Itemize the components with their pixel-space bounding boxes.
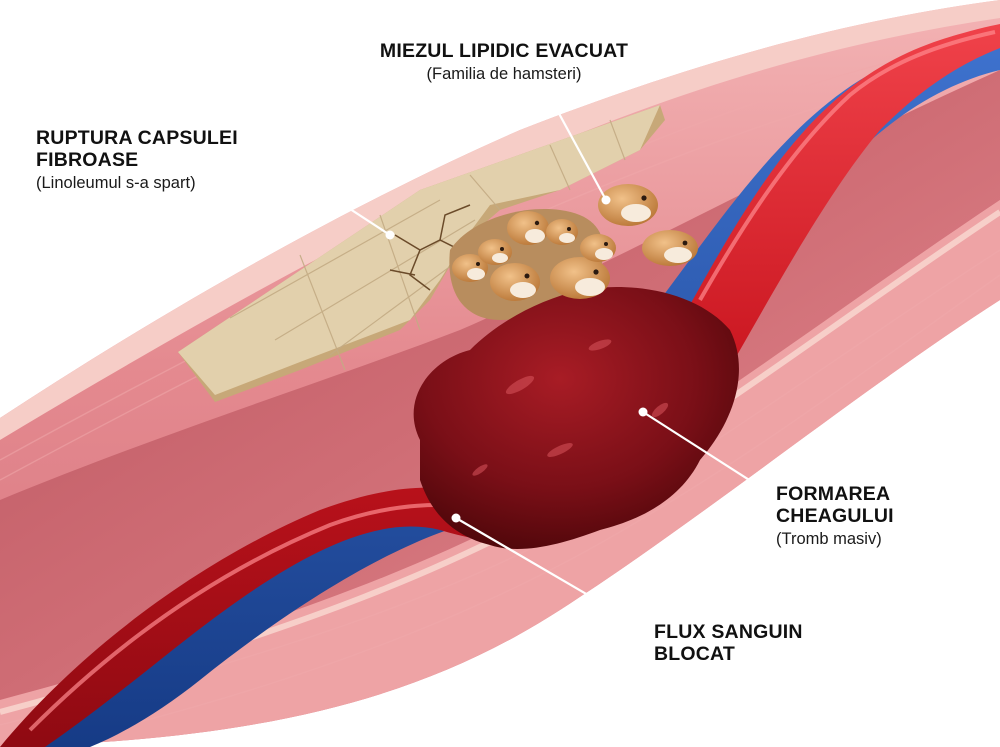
label-lipid-core: MIEZUL LIPIDIC EVACUAT (Familia de hamst…: [354, 40, 654, 83]
label-cap-rupture-subtitle: (Linoleumul s-a spart): [36, 173, 196, 192]
label-blocked-flow-title: FLUX SANGUIN BLOCAT: [654, 621, 803, 665]
blood-flow-red: [0, 24, 1000, 747]
leader-dots: [385, 195, 648, 523]
label-cap-rupture: RUPTURA CAPSULEI FIBROASE (Linoleumul s-…: [36, 127, 296, 192]
blood-flow-red-highlight-upper: [698, 30, 996, 301]
label-lipid-core-subtitle: (Familia de hamsteri): [426, 64, 582, 83]
label-clot-formation-subtitle: (Tromb masiv): [776, 529, 882, 548]
leader-line-formarea: [642, 411, 769, 493]
leader-dot-ruptura: [385, 230, 395, 240]
hamster-family: [452, 184, 698, 301]
thrombus-clot: [413, 286, 739, 550]
leader-dot-formarea: [638, 407, 648, 417]
label-blocked-flow: FLUX SANGUIN BLOCAT: [654, 621, 864, 666]
hamster-icon: [490, 263, 540, 301]
hamster-icon: [580, 234, 616, 262]
clot-highlights: [472, 339, 669, 476]
hamster-icon: [550, 257, 610, 299]
leader-dot-miezul: [601, 195, 611, 205]
leader-dot-flux: [451, 513, 461, 523]
label-lipid-core-title: MIEZUL LIPIDIC EVACUAT: [379, 40, 629, 62]
hamster-icon: [478, 239, 512, 265]
hamster-icon: [642, 230, 698, 266]
label-cap-rupture-title: RUPTURA CAPSULEI FIBROASE: [36, 127, 238, 171]
leader-line-miezul: [555, 107, 607, 201]
hamster-icon: [452, 254, 488, 282]
hamster-icon: [507, 211, 549, 245]
leader-lines: [277, 107, 769, 631]
label-clot-formation-title: FORMAREA CHEAGULUI: [776, 483, 894, 527]
leader-line-ruptura: [277, 161, 391, 236]
hamster-icon: [546, 219, 578, 245]
leader-line-flux: [455, 517, 649, 631]
label-clot-formation: FORMAREA CHEAGULUI (Tromb masiv): [776, 483, 986, 548]
hamster-icon: [598, 184, 658, 226]
